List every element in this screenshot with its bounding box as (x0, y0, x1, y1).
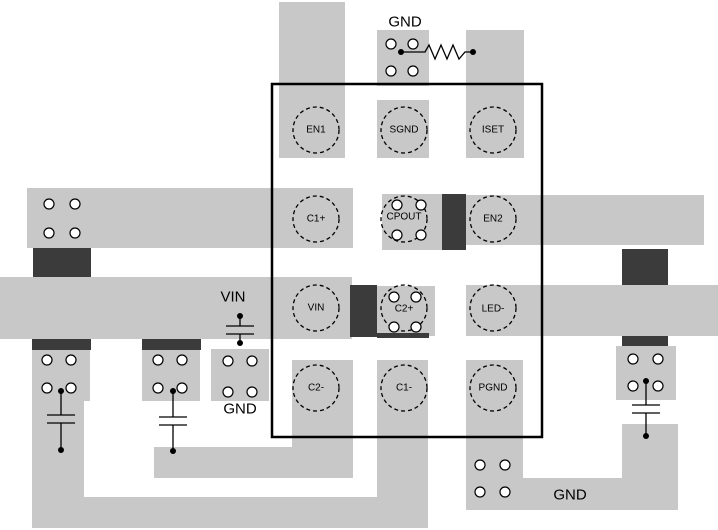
trace-c2-plus (377, 286, 435, 336)
via (415, 229, 427, 241)
via (499, 486, 511, 498)
pin-label-en2: EN2 (483, 214, 503, 225)
pin-labels: EN1 SGND ISET C1+ CPOUT EN2 VIN C2+ LED-… (306, 125, 507, 394)
via (407, 38, 419, 50)
via (222, 386, 234, 398)
via (246, 355, 258, 367)
via (407, 65, 419, 77)
pin-pad-pgnd (469, 364, 517, 412)
via (385, 65, 397, 77)
label-gnd-mid: GND (223, 401, 257, 418)
via (65, 382, 77, 394)
capacitor-symbol-left-1 (47, 388, 75, 453)
trace-gnd-right-vertical (622, 424, 678, 510)
via (499, 459, 511, 471)
dark-strip-cap-right (622, 336, 668, 346)
pin-label-c1-plus: C1+ (307, 214, 326, 225)
capacitor-symbol-vin (226, 313, 254, 346)
via (652, 353, 664, 365)
pin-label-vin: VIN (308, 303, 325, 314)
via (410, 321, 422, 333)
trace-gnd-left-bus (32, 497, 428, 528)
via (388, 321, 400, 333)
capacitor-symbol-right (632, 378, 660, 439)
dark-strip-cap-left-2 (142, 339, 201, 350)
trace-iset (466, 30, 524, 158)
via (152, 382, 164, 394)
dark-strip-c2 (377, 333, 429, 338)
pin-label-en1: EN1 (306, 125, 326, 136)
via (474, 459, 486, 471)
via (69, 227, 81, 239)
pin-pad-sgnd (380, 106, 428, 154)
ic-package-outline (270, 82, 544, 439)
via (43, 227, 55, 239)
pin-pad-en1 (292, 106, 340, 154)
net-labels: GND VIN GND GND (220, 14, 586, 504)
via (474, 486, 486, 498)
pin-pad-iset (469, 106, 517, 154)
trace-gnd-top (377, 30, 429, 86)
trace-en1-top (279, 2, 345, 158)
trace-c1-plus (27, 188, 353, 248)
via (391, 199, 403, 211)
pin-pad-c1-plus (292, 195, 340, 243)
via (69, 198, 81, 210)
label-gnd-bottom: GND (553, 487, 587, 504)
pin-pad-en2 (469, 195, 517, 243)
via (222, 355, 234, 367)
via (152, 354, 164, 366)
pin-label-iset: ISET (482, 125, 504, 136)
via (391, 229, 403, 241)
trace-vin (0, 277, 352, 339)
via (41, 354, 53, 366)
dark-strip-cap-left-1 (32, 339, 91, 350)
via (388, 291, 400, 303)
via (41, 382, 53, 394)
dark-pad-c2 (350, 285, 377, 337)
pin-pad-led-minus (469, 284, 517, 332)
pin-label-cpout: CPOUT (387, 212, 422, 223)
label-vin: VIN (220, 289, 245, 306)
via (410, 291, 422, 303)
label-gnd-top: GND (388, 14, 422, 31)
trace-en2 (466, 195, 704, 245)
via (246, 386, 258, 398)
via (65, 354, 77, 366)
via (43, 198, 55, 210)
pin-pad-c1-minus (380, 364, 428, 412)
pin-pad-cpout (380, 195, 428, 243)
via (627, 380, 639, 392)
trace-c2-minus-bus (154, 447, 353, 478)
via (627, 353, 639, 365)
dark-pads (32, 194, 668, 350)
vias (41, 38, 664, 498)
pin-label-sgnd: SGND (390, 125, 419, 136)
pad-cap-vin (211, 349, 269, 401)
pin-label-pgnd: PGND (479, 383, 508, 394)
pin-pad-c2-plus (380, 284, 428, 332)
pin-pads (292, 106, 517, 412)
dark-pad-right (622, 249, 668, 285)
resistor-symbol (398, 43, 476, 61)
pin-pad-c2-minus (292, 364, 340, 412)
via (176, 354, 188, 366)
capacitor-symbol-left-2 (159, 388, 187, 454)
pin-label-led-minus: LED- (482, 304, 505, 315)
dark-pad-cpout (442, 194, 466, 250)
pin-label-c1-minus: C1- (396, 383, 412, 394)
trace-sgnd (377, 100, 429, 158)
via (176, 382, 188, 394)
trace-led (466, 285, 718, 336)
pin-pad-vin (292, 284, 340, 332)
via (385, 38, 397, 50)
pin-label-c2-minus: C2- (308, 383, 324, 394)
via (652, 380, 664, 392)
via (415, 199, 427, 211)
pin-label-c2-plus: C2+ (395, 304, 414, 315)
dark-pad-left (33, 248, 91, 277)
